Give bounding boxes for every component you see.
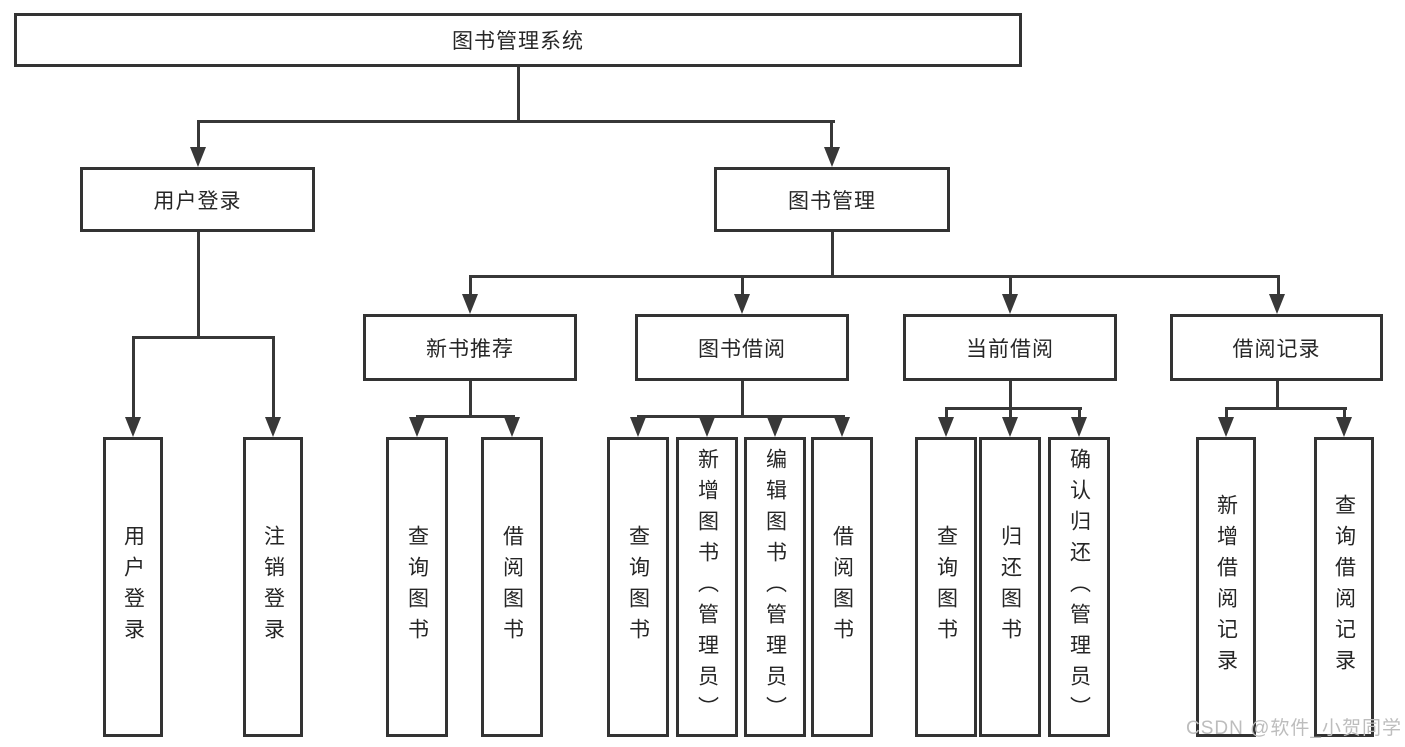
connector-book-mgmt-arm-3 [1009,275,1012,294]
leaf-bb-edit-books-admin: 编辑图书（管理员） [744,437,806,737]
connector-cb-arm-3 [1078,407,1081,417]
connector-br-arm-1 [1225,407,1228,417]
connector-root-arm-right [830,120,833,148]
connector-book-mgmt-hbar [469,275,1280,278]
leaf-br-query-record-label: 查询借阅记录 [1332,494,1356,680]
connector-cb-arm-1 [945,407,948,417]
node-borrow-records: 借阅记录 [1170,314,1383,381]
connector-user-login-arm-left [132,336,135,417]
connector-cb-stem [1009,381,1012,407]
connector-book-mgmt-arm-1 [469,275,472,294]
connector-bb-stem [741,381,744,415]
node-book-management: 图书管理 [714,167,950,232]
node-user-login: 用户登录 [80,167,315,232]
csdn-watermark: CSDN @软件_小贺同学 [1186,718,1402,739]
node-book-borrow: 图书借阅 [635,314,849,381]
arrowhead-nb-query [409,417,425,437]
connector-book-mgmt-arm-4 [1277,275,1280,294]
arrowhead-leaf-user-login [125,417,141,437]
leaf-user-login-label: 用户登录 [121,525,145,649]
leaf-bb-edit-books-admin-label: 编辑图书（管理员） [763,447,787,727]
leaf-user-login: 用户登录 [103,437,163,737]
arrowhead-bb-edit [767,417,783,437]
leaf-bb-borrow-books: 借阅图书 [811,437,873,737]
arrowhead-bb-add [699,417,715,437]
arrowhead-book-management [824,147,840,167]
leaf-bb-borrow-books-label: 借阅图书 [830,525,854,649]
connector-cb-arm-2 [1009,407,1012,417]
arrowhead-cb-return [1002,417,1018,437]
arrowhead-bb-borrow [834,417,850,437]
arrowhead-book-borrow [734,294,750,314]
connector-user-login-stem [197,232,200,336]
connector-bb-hbar [637,415,845,418]
node-new-book-recommend: 新书推荐 [363,314,577,381]
leaf-br-query-record: 查询借阅记录 [1314,437,1374,737]
leaf-nb-query-books: 查询图书 [386,437,448,737]
leaf-bb-query-books-label: 查询图书 [626,525,650,649]
connector-book-mgmt-stem [831,232,834,275]
node-root: 图书管理系统 [14,13,1022,67]
connector-br-arm-2 [1343,407,1346,417]
arrowhead-br-add [1218,417,1234,437]
arrowhead-br-query [1336,417,1352,437]
leaf-cb-confirm-return-admin-label: 确认归还（管理员） [1067,447,1091,727]
connector-user-login-arm-right [272,336,275,417]
connector-br-stem [1276,381,1279,407]
leaf-nb-borrow-books-label: 借阅图书 [500,525,524,649]
arrowhead-current-borrow [1002,294,1018,314]
connector-user-login-hbar [132,336,275,339]
leaf-logout-login: 注销登录 [243,437,303,737]
connector-root-arm-left [197,120,200,148]
connector-nb-hbar [416,415,515,418]
arrowhead-cb-confirm [1071,417,1087,437]
node-current-borrow: 当前借阅 [903,314,1117,381]
connector-br-hbar [1225,407,1347,410]
leaf-bb-query-books: 查询图书 [607,437,669,737]
arrowhead-bb-query [630,417,646,437]
leaf-nb-query-books-label: 查询图书 [405,525,429,649]
connector-cb-hbar [945,407,1082,410]
connector-book-mgmt-arm-2 [741,275,744,294]
leaf-bb-add-books-admin: 新增图书（管理员） [676,437,738,737]
leaf-cb-query-books-label: 查询图书 [934,525,958,649]
leaf-cb-return-books-label: 归还图书 [998,525,1022,649]
arrowhead-borrow-records [1269,294,1285,314]
leaf-logout-login-label: 注销登录 [261,525,285,649]
leaf-cb-query-books: 查询图书 [915,437,977,737]
arrowhead-user-login [190,147,206,167]
leaf-nb-borrow-books: 借阅图书 [481,437,543,737]
leaf-cb-return-books: 归还图书 [979,437,1041,737]
arrowhead-cb-query [938,417,954,437]
connector-nb-stem [469,381,472,415]
leaf-bb-add-books-admin-label: 新增图书（管理员） [695,447,719,727]
connector-root-hbar [197,120,835,123]
leaf-br-add-record-label: 新增借阅记录 [1214,494,1238,680]
leaf-cb-confirm-return-admin: 确认归还（管理员） [1048,437,1110,737]
leaf-br-add-record: 新增借阅记录 [1196,437,1256,737]
arrowhead-new-book-recommend [462,294,478,314]
connector-root-stem [517,67,520,120]
arrowhead-leaf-logout [265,417,281,437]
arrowhead-nb-borrow [504,417,520,437]
